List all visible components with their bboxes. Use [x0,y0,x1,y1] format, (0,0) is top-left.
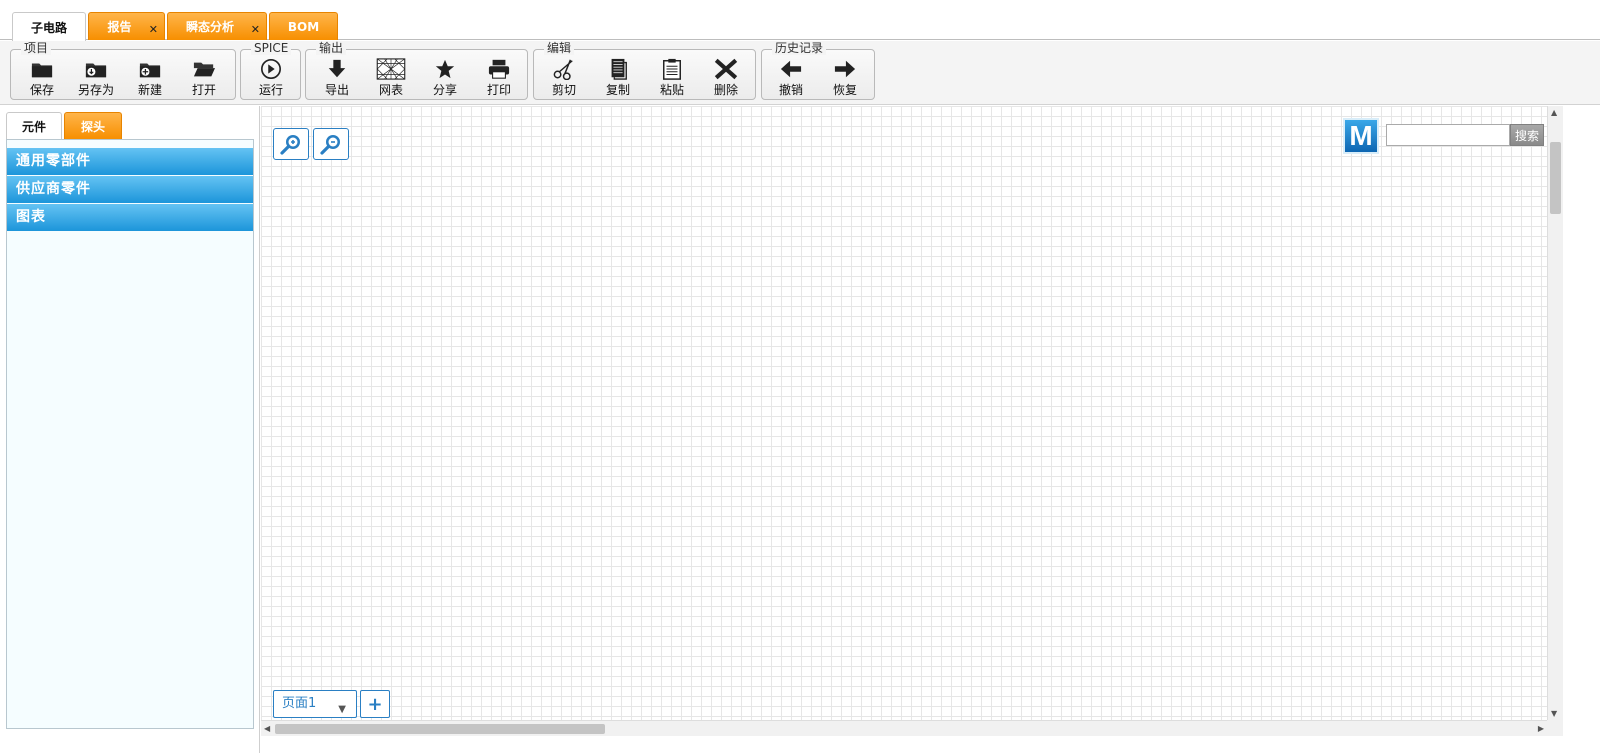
mouser-logo: M [1343,118,1379,154]
button-label: 保存 [29,83,54,97]
copy-document-icon [611,58,627,80]
scroll-thumb[interactable] [1550,142,1561,214]
tab-report[interactable]: 报告 ✕ [88,12,165,40]
tab-transient-analysis[interactable]: 瞬态分析 ✕ [167,12,267,40]
button-label: 撤销 [778,83,803,97]
folder-save-as-icon [85,63,107,78]
button-label: 粘贴 [659,83,684,97]
part-search: M 搜索 [1341,116,1545,156]
arrow-left-icon [780,60,802,78]
arrow-right-icon [834,60,856,78]
button-label: 运行 [258,83,283,97]
download-arrow-icon [328,59,346,78]
run-button[interactable]: 运行 [246,58,296,98]
button-label: 剪切 [551,83,576,97]
scroll-up-icon[interactable]: ▲ [1551,108,1558,117]
tab-label: 报告 [107,20,132,34]
group-title: 编辑 [544,41,575,55]
open-button[interactable]: 打开 [179,58,229,98]
zoom-out-button[interactable] [313,128,349,160]
play-icon [261,59,281,79]
category-charts[interactable]: 图表 [7,204,253,231]
toolbar-group-spice: SPICE 运行 [240,41,301,100]
page-selector[interactable]: 页面1 ▼ [273,690,357,718]
copy-button[interactable]: 复制 [593,58,643,98]
toolbar-group-history: 历史记录 撤销 恢复 [761,41,875,100]
tab-probes[interactable]: 探头 [64,112,122,139]
x-delete-icon [714,58,738,80]
main-toolbar: 项目 保存 另存为 新建 打开 SPICE 运行 [0,41,1600,105]
tab-label: 探头 [80,119,105,134]
category-generic-parts[interactable]: 通用零部件 [7,148,253,175]
button-label: 网表 [378,83,403,97]
scrollbar-corner [1547,720,1563,736]
undo-button[interactable]: 撤销 [766,58,816,98]
tab-label: 子电路 [30,20,67,35]
document-tab-bar: 子电路 报告 ✕ 瞬态分析 ✕ BOM [0,0,1600,41]
chevron-down-icon: ▼ [338,704,346,715]
save-button[interactable]: 保存 [17,58,67,98]
scroll-left-icon[interactable]: ◀ [264,724,271,733]
print-button[interactable]: 打印 [474,58,524,98]
group-title: SPICE [251,41,292,55]
tab-bom[interactable]: BOM [269,12,338,40]
button-label: 打开 [191,83,216,97]
cut-button[interactable]: 剪切 [539,58,589,98]
horizontal-scrollbar[interactable]: ◀ ▶ [261,720,1547,736]
page-selector-label: 页面1 [282,696,317,711]
group-title: 历史记录 [772,41,827,55]
netlist-grid-icon [376,58,406,80]
delete-button[interactable]: 删除 [701,58,751,98]
tab-subcircuit[interactable]: 子电路 [12,12,86,41]
netlist-button[interactable]: 网表 [366,58,416,98]
search-button[interactable]: 搜索 [1510,124,1544,146]
schematic-canvas[interactable]: M 搜索 页面1 ▼ + [261,106,1547,720]
tab-label: BOM [287,19,320,34]
group-title: 输出 [316,41,347,55]
vertical-scrollbar[interactable]: ▲ ▼ [1547,106,1563,720]
toolbar-group-edit: 编辑 剪切 复制 粘贴 删除 [533,41,756,100]
new-button[interactable]: 新建 [125,58,175,98]
close-icon[interactable]: ✕ [148,23,158,36]
toolbar-group-project: 项目 保存 另存为 新建 打开 [10,41,236,100]
redo-button[interactable]: 恢复 [820,58,870,98]
group-title: 项目 [21,41,52,55]
clipboard-icon [663,58,681,80]
button-label: 另存为 [77,83,114,97]
button-label: 恢复 [832,83,857,97]
zoom-out-icon [320,135,340,155]
button-label: 分享 [432,83,457,97]
close-icon[interactable]: ✕ [250,23,260,36]
zoom-in-button[interactable] [273,128,309,160]
printer-icon [488,59,510,79]
save-as-button[interactable]: 另存为 [71,58,121,98]
button-label: 删除 [713,83,738,97]
search-input[interactable] [1386,124,1510,146]
share-button[interactable]: 分享 [420,58,470,98]
zoom-in-icon [280,135,300,155]
component-panel: 元件 探头 通用零部件 供应商零件 图表 [0,106,260,753]
category-list: 通用零部件 供应商零件 图表 [6,139,254,729]
category-vendor-parts[interactable]: 供应商零件 [7,176,253,203]
scroll-thumb[interactable] [275,724,605,734]
toolbar-group-output: 输出 导出 网表 分享 打印 [305,41,528,100]
scroll-down-icon[interactable]: ▼ [1551,709,1558,718]
export-button[interactable]: 导出 [312,58,362,98]
scroll-right-icon[interactable]: ▶ [1537,724,1544,733]
folder-new-icon [139,63,161,78]
tab-label: 元件 [21,119,46,134]
button-label: 复制 [605,83,630,97]
tab-components[interactable]: 元件 [6,112,62,139]
button-label: 新建 [137,83,162,97]
button-label: 导出 [324,83,349,97]
tab-label: 瞬态分析 [185,20,234,34]
button-label: 打印 [486,83,511,97]
star-icon [435,59,455,79]
paste-button[interactable]: 粘贴 [647,58,697,98]
folder-open-icon [193,62,215,77]
scissors-icon [553,59,573,80]
add-page-button[interactable]: + [360,690,390,718]
folder-save-icon [31,63,53,78]
